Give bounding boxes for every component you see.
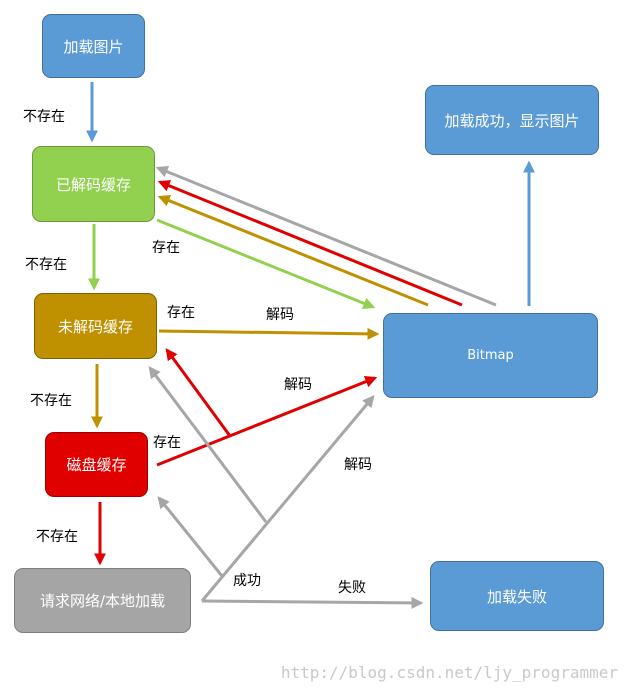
arrow-disk-to-undecoded: [165, 348, 232, 437]
node-disk-cache: 磁盘缓存: [45, 432, 148, 497]
arrow-decoded-to-bitmap: [156, 218, 376, 309]
node-disk-cache-label: 磁盘缓存: [66, 456, 127, 474]
watermark: http://blog.csdn.net/ljy_programmer: [280, 663, 618, 682]
node-bitmap-label: Bitmap: [467, 348, 514, 363]
node-load-image: 加载图片: [42, 14, 145, 78]
arrow-network-to-bitmap: [200, 395, 375, 602]
node-undecoded-cache: 未解码缓存: [34, 293, 157, 359]
label-failure: 失败: [338, 580, 366, 596]
label-success: 成功: [233, 573, 261, 589]
node-bitmap: Bitmap: [383, 313, 598, 398]
arrow-bitmap-to-decoded-red: [157, 180, 463, 307]
label-not-exist-2: 不存在: [25, 257, 67, 273]
node-decoded-cache: 已解码缓存: [32, 146, 155, 222]
arrow-network-to-disk: [157, 496, 224, 577]
label-decode-2: 解码: [284, 377, 312, 393]
arrow-disk-to-bitmap: [156, 375, 378, 467]
label-exists-2: 存在: [167, 305, 195, 321]
label-not-exist-3: 不存在: [30, 393, 72, 409]
node-load-image-label: 加载图片: [63, 37, 124, 56]
label-exists-1: 存在: [152, 240, 180, 256]
arrow-bitmap-to-decoded-gold: [157, 195, 429, 307]
arrow-network-to-failed: [201, 596, 424, 609]
node-request-network-label: 请求网络/本地加载: [39, 592, 166, 610]
node-request-network: 请求网络/本地加载: [14, 568, 191, 633]
node-load-success-label: 加载成功，显示图片: [444, 111, 580, 130]
label-decode-1: 解码: [266, 307, 294, 323]
node-undecoded-cache-label: 未解码缓存: [57, 317, 133, 336]
arrow-bitmap-to-decoded-gray: [155, 166, 497, 307]
label-decode-3: 解码: [344, 457, 372, 473]
label-not-exist-1: 不存在: [23, 109, 65, 125]
label-exists-3: 存在: [153, 435, 181, 451]
node-load-failed-label: 加载失败: [486, 587, 547, 606]
node-load-failed: 加载失败: [430, 561, 604, 631]
arrow-network-to-undecoded: [148, 366, 268, 523]
arrow-undecoded-to-bitmap: [158, 327, 380, 340]
node-load-success: 加载成功，显示图片: [425, 85, 599, 155]
node-decoded-cache-label: 已解码缓存: [55, 175, 131, 194]
label-not-exist-4: 不存在: [36, 529, 78, 545]
